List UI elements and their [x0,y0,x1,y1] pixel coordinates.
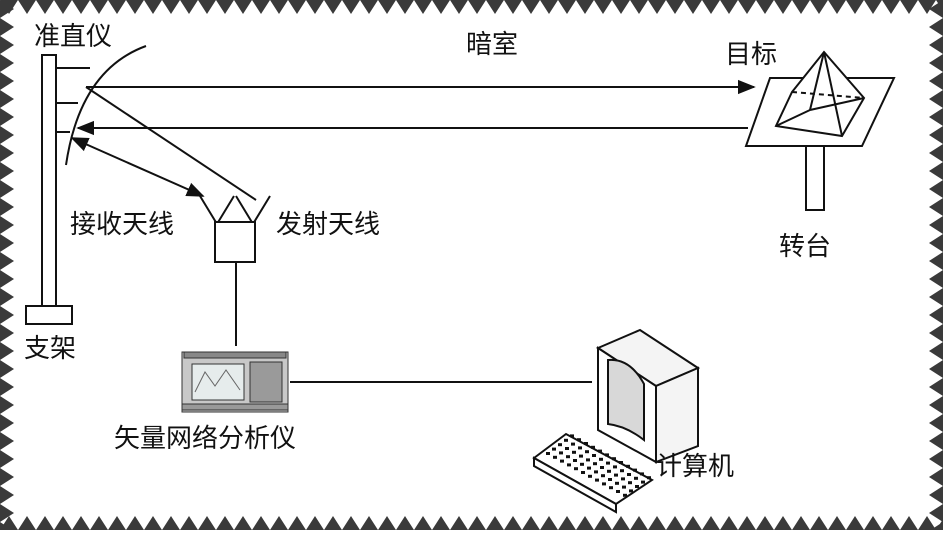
label-target: 目标 [725,40,778,70]
beam-arrows [70,79,756,201]
label-stand: 支架 [24,334,77,364]
computer-keyboard [532,432,654,514]
antenna-pair [199,195,271,346]
label-vna: 矢量网络分析仪 [114,424,297,454]
label-receive-antenna: 接收天线 [70,210,175,240]
label-darkroom: 暗室 [466,30,519,60]
vna-instrument [181,351,289,413]
target-reflector [744,50,896,211]
label-collimator: 准直仪 [34,22,113,52]
label-turntable: 转台 [779,232,832,262]
label-transmit-antenna: 发射天线 [276,210,381,240]
label-computer: 计算机 [656,452,735,482]
computer-monitor [595,328,701,464]
collimator-stand [25,54,90,325]
collimator-reflector [65,45,147,166]
